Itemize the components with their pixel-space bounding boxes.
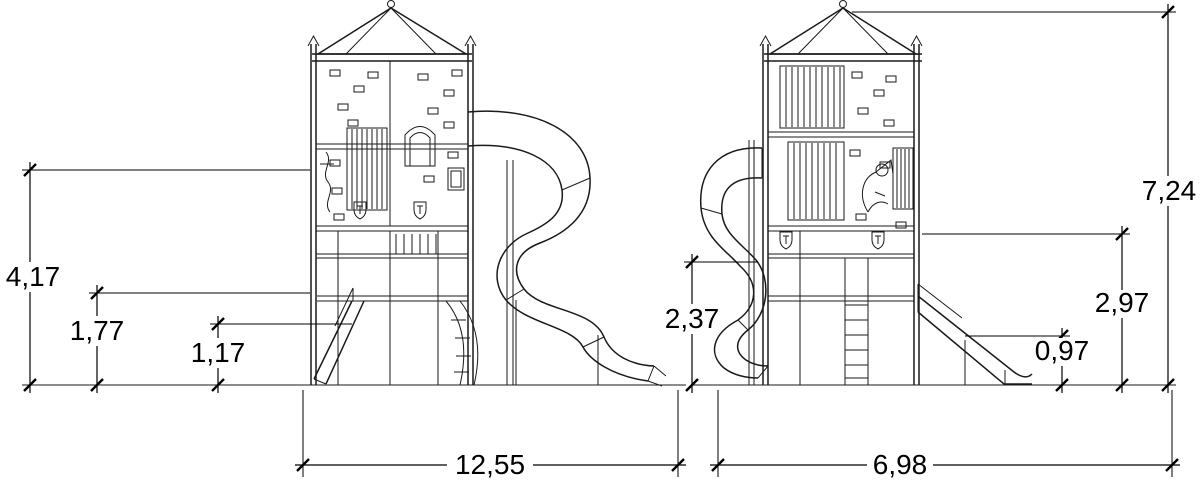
dim-label-bg	[867, 450, 933, 480]
lower-frame	[768, 231, 914, 385]
dim-label-bg	[191, 338, 245, 368]
dragon-decoration	[861, 159, 894, 213]
curved-climber	[445, 300, 479, 386]
shield-emblem	[413, 201, 427, 220]
front-elevation-tower	[307, 0, 667, 387]
dim-label-bg	[665, 304, 719, 334]
shield-emblem	[353, 201, 367, 220]
dim-label-side-width: 6,98	[873, 449, 928, 480]
spiral-tube-slide	[467, 110, 667, 387]
dim-label-side-platform-height: 2,97	[1095, 287, 1150, 318]
dim-label-side-mid-height: 2,37	[665, 303, 720, 334]
dim-label-front-width: 12,55	[455, 449, 525, 480]
dim-label-bg	[1141, 176, 1197, 206]
tower-wall-panels	[768, 71, 914, 232]
barred-window	[346, 127, 388, 211]
dim-label-side-low-height: 0,97	[1035, 335, 1090, 366]
dim-label-bg	[6, 262, 60, 292]
arched-window	[404, 126, 436, 167]
knight-decoration	[320, 151, 334, 213]
side-elevation-tower	[700, 0, 1033, 385]
tower-posts	[762, 44, 920, 385]
dim-label-front-low-height: 1,17	[191, 337, 246, 368]
small-window	[447, 167, 465, 191]
dim-label-bg	[1035, 338, 1089, 366]
dimension-lines: 4,17 1,77 1,17 2,37 7,24 2,97 0,97 12,55…	[6, 4, 1197, 480]
barred-panel-right	[892, 147, 914, 210]
dim-label-bg	[1095, 290, 1149, 318]
dim-label-front-mid-height: 1,77	[70, 315, 125, 346]
tower-wall-panels	[316, 69, 468, 232]
dim-label-side-total-height: 7,24	[1142, 175, 1197, 206]
dimension-ticks	[23, 5, 1179, 472]
shield-emblem	[779, 231, 793, 250]
tower-roof	[759, 0, 923, 62]
dim-label-bg	[70, 316, 124, 346]
lower-frame	[316, 231, 468, 385]
dim-label-front-total-height: 4,17	[6, 261, 61, 292]
dim-label-bg	[447, 450, 533, 480]
barred-panel-mid	[787, 141, 845, 221]
shield-emblem	[871, 231, 885, 250]
tower-roof	[307, 0, 477, 62]
barred-panel-top	[779, 65, 845, 129]
small-slide	[313, 287, 365, 385]
straight-slide	[917, 283, 1033, 385]
